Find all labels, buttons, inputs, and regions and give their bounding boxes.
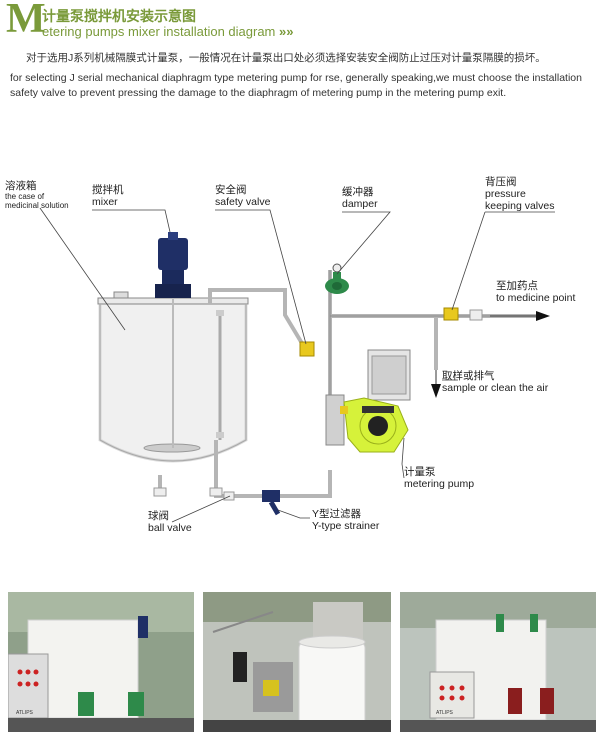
label-sample-cn: 取样或排气: [442, 370, 495, 382]
page-title-cn: 计量泵搅拌机安装示意图: [42, 8, 196, 24]
label-mixer: 搅拌机 mixer: [92, 184, 124, 208]
label-ball-en: ball valve: [148, 522, 192, 534]
label-mixer-cn: 搅拌机: [92, 184, 124, 196]
metering-pump: [325, 349, 411, 453]
label-tank-en1: the case of: [5, 192, 45, 201]
label-damper: 缓冲器 damper: [342, 186, 378, 210]
page-title-en-text: etering pumps mixer installation diagram: [42, 24, 276, 39]
photo-installation-1: ATLIPS: [8, 592, 194, 732]
title-chevrons-icon: »»: [279, 24, 294, 39]
mixer-motor: [155, 232, 191, 448]
label-medicine-point: 至加药点 to medicine point: [496, 280, 575, 304]
title-initial: M: [6, 0, 46, 42]
leader-lines: [39, 207, 555, 523]
label-metering-pump: 计量泵 metering pump: [404, 466, 474, 490]
label-y-strainer: Y型过滤器 Y-type strainer: [312, 508, 379, 532]
safety-valve: [299, 341, 315, 357]
label-pressure-cn: 背压阀: [485, 176, 517, 188]
photo-2-drawing: [203, 592, 391, 732]
y-strainer: [262, 490, 281, 516]
photo-installation-3: ATLIPS: [400, 592, 596, 732]
label-sample: 取样或排气 sample or clean the air: [442, 370, 548, 394]
panel-text-2: ATLIPS: [436, 710, 454, 716]
label-tank: 溶液箱 the case of medicinal solution: [5, 180, 69, 210]
label-pressure-valve: 背压阀 pressure keeping valves: [485, 176, 554, 212]
label-medicine-en: to medicine point: [496, 292, 576, 304]
page-header: M 计量泵搅拌机安装示意图 etering pumps mixer instal…: [6, 0, 596, 42]
label-sample-en: sample or clean the air: [442, 382, 549, 394]
label-pressure-en2: keeping valves: [485, 200, 555, 212]
label-medicine-cn: 至加药点: [496, 280, 538, 292]
label-ball-cn: 球阀: [148, 510, 169, 522]
damper: [325, 263, 349, 294]
page-title-en: etering pumps mixer installation diagram…: [42, 24, 293, 39]
label-ball-valve: 球阀 ball valve: [148, 510, 192, 534]
label-safety-valve: 安全阀 safety valve: [215, 184, 270, 208]
panel-text-1: ATLIPS: [16, 710, 34, 716]
photo-installation-2: [203, 592, 391, 732]
pressure-keeping-valve: [443, 307, 483, 321]
label-safety-cn: 安全阀: [215, 184, 247, 196]
label-damper-cn: 缓冲器: [342, 186, 374, 198]
label-tank-en2: medicinal solution: [5, 201, 69, 210]
label-strainer-cn: Y型过滤器: [312, 508, 362, 520]
diagram-drawing: [39, 207, 555, 523]
photo-3-drawing: ATLIPS: [400, 592, 596, 732]
photo-1-drawing: ATLIPS: [8, 592, 194, 732]
label-mixer-en: mixer: [92, 196, 118, 208]
label-pressure-en1: pressure: [485, 188, 526, 200]
photo-strip: ATLIPS: [8, 592, 596, 732]
label-pump-en: metering pump: [404, 478, 475, 490]
ball-valves: [153, 487, 235, 501]
intro-text-cn: 对于选用J系列机械隔膜式计量泵，一般情况在计量泵出口处必须选择安装安全阀防止过压…: [26, 52, 546, 64]
installation-diagram: 溶液箱 the case of medicinal solution 搅拌机 m…: [0, 170, 600, 550]
label-pump-cn: 计量泵: [404, 466, 436, 478]
label-tank-cn: 溶液箱: [5, 180, 37, 192]
label-damper-en: damper: [342, 198, 378, 210]
label-strainer-en: Y-type strainer: [312, 520, 380, 532]
label-safety-en: safety valve: [215, 196, 271, 208]
intro-text-en: for selecting J serial mechanical diaphr…: [10, 72, 582, 99]
flow-arrows: [431, 311, 550, 398]
